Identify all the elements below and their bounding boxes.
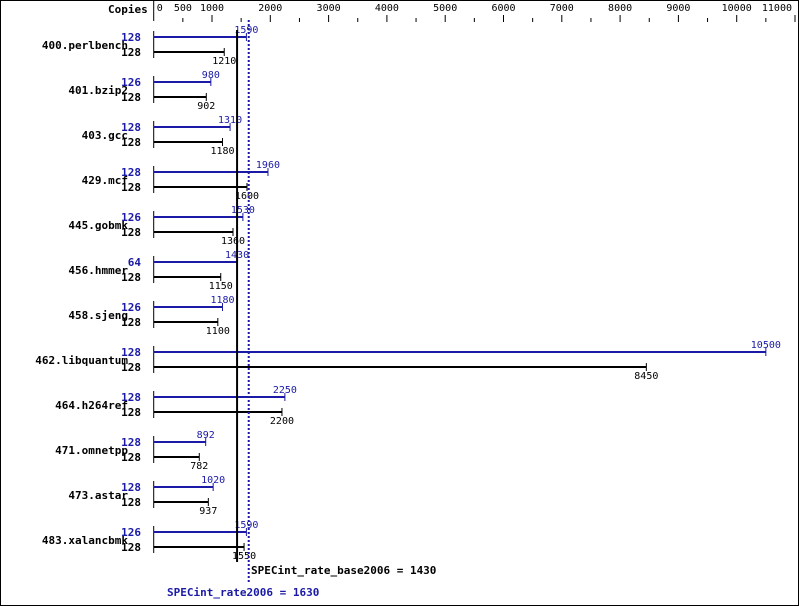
peak-value-label: 1310 (218, 115, 242, 126)
peak-value-label: 1590 (234, 25, 258, 36)
tick-label: 0 (157, 3, 163, 14)
peak-metric-label: SPECint_rate2006 = 1630 (167, 586, 319, 599)
peak-value-label: 2250 (273, 385, 297, 396)
base-copies: 128 (121, 496, 141, 509)
base-copies: 128 (121, 451, 141, 464)
base-metric-label: SPECint_rate_base2006 = 1430 (251, 564, 436, 577)
peak-copies: 128 (121, 481, 141, 494)
benchmark-label: 462.libquantum (35, 354, 128, 367)
benchmark-label: 400.perlbench (42, 39, 128, 52)
tick-label: 6000 (491, 3, 515, 14)
base-copies: 128 (121, 46, 141, 59)
peak-copies: 128 (121, 166, 141, 179)
peak-copies: 126 (121, 76, 141, 89)
base-copies: 128 (121, 226, 141, 239)
peak-value-label: 1590 (234, 520, 258, 531)
benchmark-label: 471.omnetpp (55, 444, 128, 457)
peak-value-label: 1180 (210, 295, 234, 306)
peak-copies: 128 (121, 31, 141, 44)
base-copies: 128 (121, 541, 141, 554)
base-value-label: 1550 (232, 551, 256, 562)
base-value-label: 2200 (270, 416, 294, 427)
tick-label: 500 (174, 3, 192, 14)
tick-label: 4000 (375, 3, 399, 14)
tick-label: 3000 (317, 3, 341, 14)
benchmark-label: 473.astar (68, 489, 128, 502)
peak-copies: 64 (128, 256, 142, 269)
base-value-label: 782 (190, 461, 208, 472)
base-copies: 128 (121, 316, 141, 329)
peak-copies: 126 (121, 211, 141, 224)
base-copies: 128 (121, 361, 141, 374)
tick-label: 5000 (433, 3, 457, 14)
peak-value-label: 1530 (231, 205, 255, 216)
base-copies: 128 (121, 181, 141, 194)
peak-value-label: 980 (202, 70, 220, 81)
copies-header: Copies (108, 3, 148, 16)
peak-value-label: 892 (197, 430, 215, 441)
tick-label: 1000 (200, 3, 224, 14)
base-value-label: 937 (199, 506, 217, 517)
benchmark-label: 483.xalancbmk (42, 534, 128, 547)
base-value-label: 902 (197, 101, 215, 112)
benchmark-label: 429.mcf (82, 174, 128, 187)
peak-copies: 128 (121, 391, 141, 404)
base-copies: 128 (121, 91, 141, 104)
base-value-label: 1150 (209, 281, 233, 292)
peak-copies: 126 (121, 526, 141, 539)
peak-copies: 128 (121, 346, 141, 359)
base-value-label: 1180 (210, 146, 234, 157)
peak-copies: 128 (121, 436, 141, 449)
tick-label: 11000 (762, 3, 792, 14)
base-copies: 128 (121, 406, 141, 419)
peak-value-label: 1020 (201, 475, 225, 486)
peak-copies: 128 (121, 121, 141, 134)
tick-label: 10000 (722, 3, 752, 14)
benchmark-label: 403.gcc (82, 129, 128, 142)
peak-value-label: 10500 (751, 340, 781, 351)
benchmark-label: 445.gobmk (68, 219, 128, 232)
base-copies: 128 (121, 136, 141, 149)
tick-label: 8000 (608, 3, 632, 14)
tick-label: 2000 (258, 3, 282, 14)
peak-value-label: 1960 (256, 160, 280, 171)
tick-label: 9000 (666, 3, 690, 14)
tick-label: 7000 (550, 3, 574, 14)
peak-copies: 126 (121, 301, 141, 314)
base-copies: 128 (121, 271, 141, 284)
benchmark-label: 458.sjeng (68, 309, 128, 322)
benchmark-label: 456.hmmer (68, 264, 128, 277)
benchmark-label: 464.h264ref (55, 399, 128, 412)
base-value-label: 8450 (634, 371, 658, 382)
benchmark-label: 401.bzip2 (68, 84, 128, 97)
base-value-label: 1360 (221, 236, 245, 247)
base-value-label: 1100 (206, 326, 230, 337)
base-value-label: 1600 (235, 191, 259, 202)
base-value-label: 1210 (212, 56, 236, 67)
